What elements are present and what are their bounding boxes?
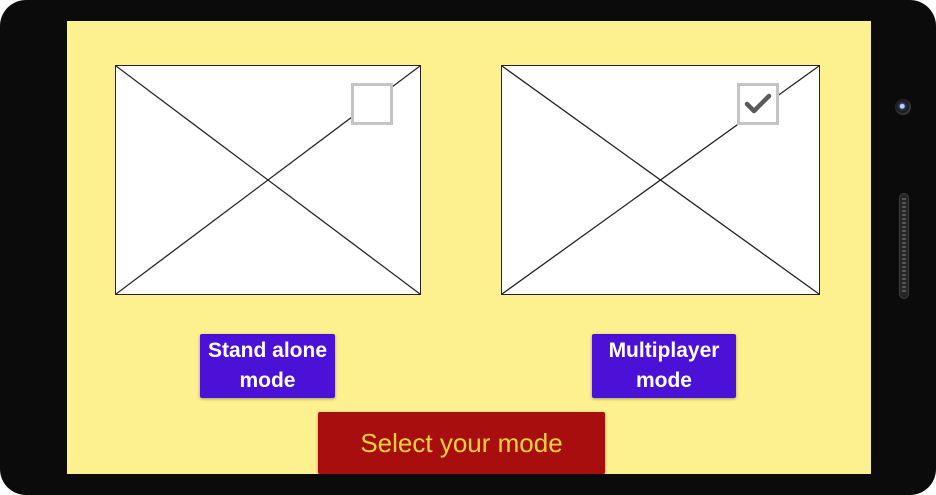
standalone-mode-image[interactable] bbox=[115, 65, 421, 295]
select-mode-prompt: Select your mode bbox=[318, 412, 605, 474]
multiplayer-mode-button[interactable]: Multiplayer mode bbox=[592, 334, 736, 398]
multiplayer-mode-image[interactable] bbox=[501, 65, 820, 295]
check-icon bbox=[744, 93, 772, 114]
app-screen: Stand alone mode Multiplayer mode Select… bbox=[67, 21, 871, 474]
multiplayer-mode-checkbox[interactable] bbox=[737, 83, 779, 125]
standalone-mode-checkbox[interactable] bbox=[351, 83, 393, 125]
speaker-grille bbox=[899, 193, 909, 299]
standalone-mode-button[interactable]: Stand alone mode bbox=[200, 334, 335, 398]
front-camera-icon bbox=[895, 99, 911, 115]
